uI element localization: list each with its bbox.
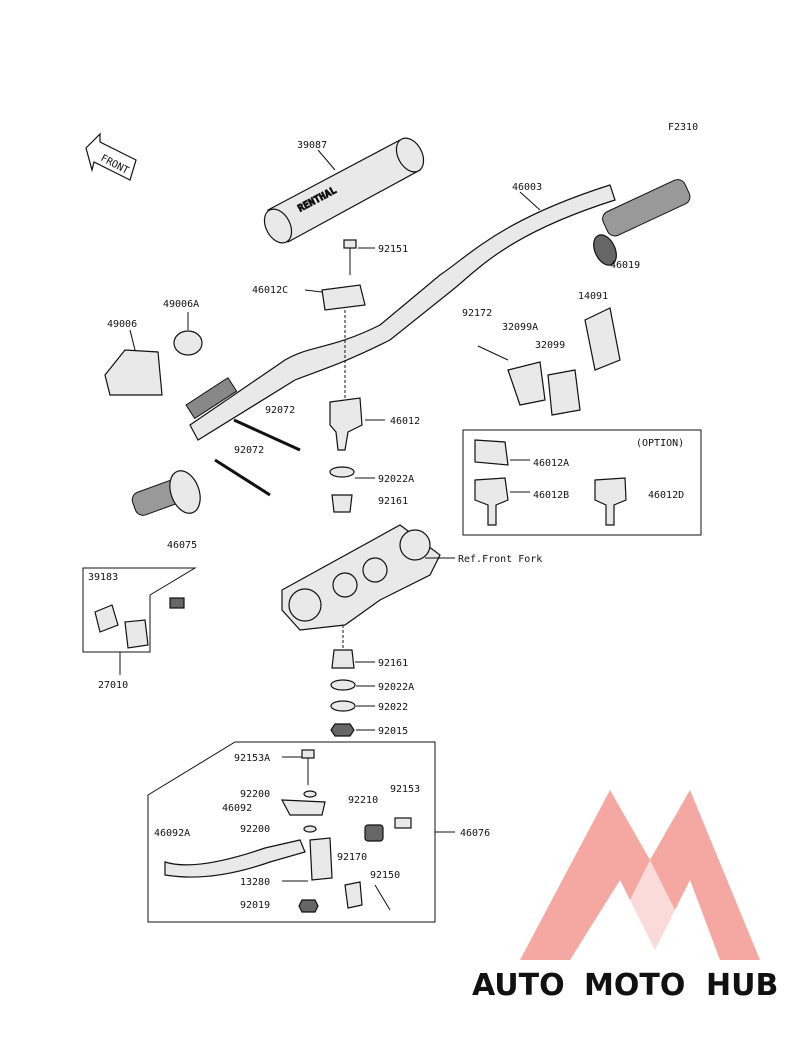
label-49006A: 49006A bbox=[163, 299, 199, 310]
label-46003: 46003 bbox=[512, 182, 542, 193]
clamp-half bbox=[344, 881, 363, 909]
riser-46012b bbox=[474, 477, 509, 526]
handlebar bbox=[185, 184, 616, 441]
label-13280: 13280 bbox=[240, 877, 270, 888]
label-46012D: 46012D bbox=[648, 490, 684, 501]
label-46075: 46075 bbox=[167, 540, 197, 551]
label-92172: 92172 bbox=[462, 308, 492, 319]
washer-92022a-bottom bbox=[330, 679, 356, 691]
watermark-logo bbox=[520, 790, 760, 960]
lever-assembly-box bbox=[147, 741, 436, 923]
label-46092A: 46092A bbox=[154, 828, 190, 839]
handlebar-pad: RENTHAL bbox=[263, 137, 425, 244]
clamp-46012a bbox=[474, 439, 509, 466]
label-92200-b: 92200 bbox=[240, 824, 270, 835]
label-46012B: 46012B bbox=[533, 490, 569, 501]
label-46012A: 46012A bbox=[533, 458, 569, 469]
option-box bbox=[462, 429, 702, 536]
housing-32099a bbox=[507, 361, 546, 406]
option-label: (OPTION) bbox=[636, 438, 684, 449]
label-92161-top: 92161 bbox=[378, 496, 408, 507]
label-92022A-bottom: 92022A bbox=[378, 682, 414, 693]
watermark-text-moto: MOTO bbox=[584, 968, 685, 1003]
label-92200-a: 92200 bbox=[240, 789, 270, 800]
label-92022: 92022 bbox=[378, 702, 408, 713]
left-grip bbox=[131, 470, 201, 516]
part-49006a bbox=[173, 330, 203, 356]
switch-39183 bbox=[94, 604, 119, 633]
washer-92022a-top bbox=[329, 466, 355, 478]
cable-tie-a bbox=[233, 418, 301, 452]
label-92170: 92170 bbox=[337, 852, 367, 863]
label-92153A: 92153A bbox=[234, 753, 270, 764]
label-92072-b: 92072 bbox=[234, 445, 264, 456]
label-92153: 92153 bbox=[390, 784, 420, 795]
label-49006: 49006 bbox=[107, 319, 137, 330]
triple-clamp bbox=[281, 524, 441, 631]
lever-46092 bbox=[280, 799, 326, 816]
riser-46012d bbox=[594, 477, 627, 526]
nut-92015 bbox=[330, 723, 355, 737]
washer-92200-a bbox=[303, 790, 317, 798]
label-46012: 46012 bbox=[390, 416, 420, 427]
label-27010: 27010 bbox=[98, 680, 128, 691]
housing-32099 bbox=[547, 369, 581, 416]
label-92015: 92015 bbox=[378, 726, 408, 737]
bolt-92151 bbox=[343, 239, 357, 275]
perch-13280 bbox=[309, 837, 333, 881]
label-39087: 39087 bbox=[297, 140, 327, 151]
clamp-46012c bbox=[321, 284, 366, 311]
bolt-92153a bbox=[301, 749, 315, 759]
throttle-grip bbox=[593, 179, 691, 266]
label-92022A-top: 92022A bbox=[378, 474, 414, 485]
label-92210: 92210 bbox=[348, 795, 378, 806]
label-32099: 32099 bbox=[535, 340, 565, 351]
watermark-text-hub: HUB bbox=[706, 968, 778, 1003]
figure-code: F2310 bbox=[668, 122, 698, 133]
label-32099A: 32099A bbox=[502, 322, 538, 333]
label-46076: 46076 bbox=[460, 828, 490, 839]
label-46012C: 46012C bbox=[252, 285, 288, 296]
washer-92022 bbox=[330, 700, 356, 712]
label-92150: 92150 bbox=[370, 870, 400, 881]
adjuster-92210 bbox=[364, 824, 384, 842]
cable-tie-b bbox=[214, 458, 271, 497]
part-14091 bbox=[584, 307, 621, 371]
label-39183: 39183 bbox=[88, 572, 118, 583]
riser-46012 bbox=[329, 397, 363, 451]
switch-box bbox=[82, 567, 197, 653]
bushing-92161-bottom bbox=[331, 649, 355, 669]
ref-front-fork: Ref.Front Fork bbox=[458, 554, 542, 565]
label-14091: 14091 bbox=[578, 291, 608, 302]
label-92072-a: 92072 bbox=[265, 405, 295, 416]
part-49006 bbox=[104, 349, 163, 396]
label-92151: 92151 bbox=[378, 244, 408, 255]
nut-92019 bbox=[298, 899, 319, 913]
label-46019: 46019 bbox=[610, 260, 640, 271]
switch-connector bbox=[169, 597, 185, 609]
label-92019: 92019 bbox=[240, 900, 270, 911]
switch-housing-27010 bbox=[124, 619, 149, 649]
label-46092: 46092 bbox=[222, 803, 252, 814]
washer-92200-b bbox=[303, 825, 317, 833]
bolt-92153 bbox=[394, 817, 412, 829]
front-arrow-icon: FRONT bbox=[85, 132, 137, 181]
bushing-92161-top bbox=[331, 494, 353, 513]
label-92161-bottom: 92161 bbox=[378, 658, 408, 669]
lever-46092a bbox=[164, 839, 306, 878]
watermark-text-auto: AUTO bbox=[472, 968, 565, 1003]
